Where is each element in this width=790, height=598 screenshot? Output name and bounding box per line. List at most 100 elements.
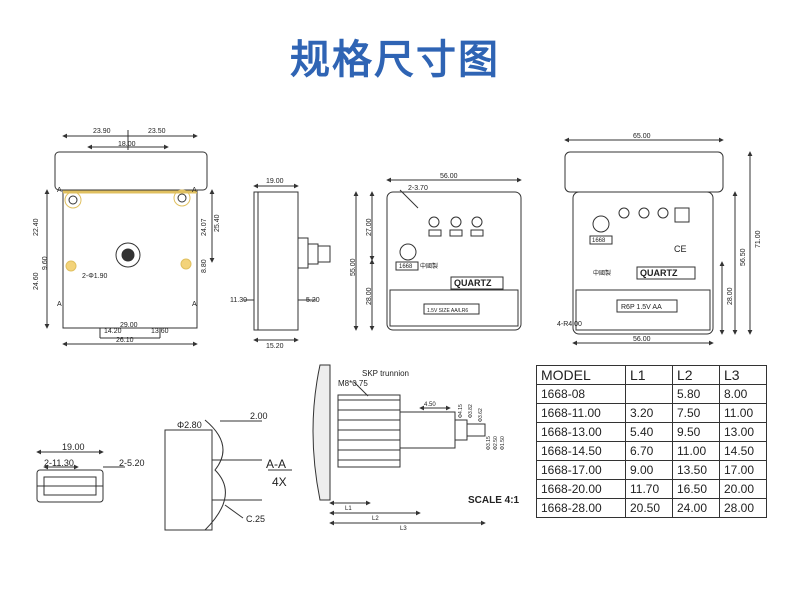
section-label: A-A — [266, 457, 286, 471]
dim-label: 25.40 — [214, 214, 221, 232]
dim-label: 24.60 — [33, 272, 40, 290]
table-cell: 28.00 — [719, 498, 767, 518]
origin-label: 中國製 — [420, 262, 438, 270]
dim-label: 27.00 — [366, 218, 373, 236]
trunnion-drawing — [312, 364, 486, 526]
battery-label: 1.5V SIZE AA/LR6 — [427, 308, 468, 314]
table-header-row: MODEL L1 L2 L3 — [536, 365, 767, 385]
table-header: MODEL — [536, 365, 626, 385]
table-row: 1668-08 5.80 8.00 — [536, 384, 767, 404]
scale-label: 4X — [272, 475, 287, 489]
table-cell: 11.70 — [625, 479, 673, 499]
back-view-labels: 56.00 2-3.70 27.00 55.00 28.00 QUARTZ 1.… — [350, 173, 492, 314]
dim-label: 23.50 — [148, 128, 166, 135]
dim-label: 2-Φ1.90 — [82, 273, 108, 280]
table-cell: 11.00 — [719, 403, 767, 423]
brand-label: 1668 — [592, 238, 606, 244]
dim-label: Φ3.62 — [478, 408, 484, 422]
dim-label: 18.00 — [118, 141, 136, 148]
dim-label: 28.00 — [727, 287, 734, 305]
table-cell: 20.00 — [719, 479, 767, 499]
quartz-label: QUARTZ — [454, 278, 492, 288]
dim-label: 2.00 — [250, 411, 268, 421]
table-cell: 6.70 — [625, 441, 673, 461]
table-header: L1 — [625, 365, 673, 385]
spec-table: MODEL L1 L2 L3 1668-08 5.80 8.00 1668-11… — [536, 365, 767, 518]
dim-label: 2-3.70 — [408, 185, 428, 192]
cover-view-drawing — [564, 137, 753, 346]
origin-label: 中國製 — [593, 269, 611, 277]
dim-label: Φ3.15 — [486, 436, 492, 450]
dim-label: 65.00 — [633, 133, 651, 140]
dim-label: 28.00 — [366, 287, 373, 305]
table-cell: 5.80 — [672, 384, 720, 404]
dim-label: 2-5.20 — [119, 458, 145, 468]
battery-label: R6P 1.5V AA — [621, 304, 662, 311]
dim-label: 55.00 — [350, 258, 357, 276]
dim-label: Φ2.80 — [177, 420, 202, 430]
front-view-drawing — [44, 130, 215, 347]
table-cell: 9.50 — [672, 422, 720, 442]
dim-label: 24.07 — [201, 218, 208, 236]
table-cell: 8.00 — [719, 384, 767, 404]
table-cell: 1668-20.00 — [536, 479, 626, 499]
scale-label: SCALE 4:1 — [468, 495, 520, 506]
dim-label: L3 — [400, 526, 407, 532]
section-mark: A — [192, 187, 197, 194]
table-cell: 7.50 — [672, 403, 720, 423]
table-cell: 1668-14.50 — [536, 441, 626, 461]
table-cell: 1668-08 — [536, 384, 626, 404]
thread-label: M8*0.75 — [338, 379, 368, 388]
dim-label: 5.20 — [306, 297, 320, 304]
table-header: L3 — [719, 365, 767, 385]
trunnion-label: SKP trunnion — [362, 369, 409, 378]
table-row: 1668-17.00 9.00 13.50 17.00 — [536, 460, 767, 480]
dim-label: 11.30 — [230, 297, 247, 304]
dim-label: 4-R4.00 — [557, 321, 582, 328]
side-view-labels: 19.00 11.30 5.20 15.20 — [230, 178, 320, 350]
table-cell — [625, 384, 673, 404]
section-view-drawing — [36, 419, 292, 531]
dim-label: 23.90 — [93, 128, 111, 135]
table-cell: 5.40 — [625, 422, 673, 442]
dim-label: 19.00 — [266, 178, 284, 185]
table-row: 1668-11.00 3.20 7.50 11.00 — [536, 403, 767, 423]
table-row: 1668-13.00 5.40 9.50 13.00 — [536, 422, 767, 442]
dim-label: L1 — [345, 506, 352, 512]
dim-label: 13.60 — [151, 328, 169, 335]
section-view-labels: 19.00 2-11.30 2-5.20 Φ2.80 2.00 C.25 A-A… — [44, 411, 287, 524]
table-row: 1668-28.00 20.50 24.00 28.00 — [536, 498, 767, 518]
dim-label: 71.00 — [755, 230, 762, 248]
dim-label: 26.10 — [116, 337, 134, 344]
dim-label: 56.50 — [740, 248, 747, 266]
dim-label: 56.00 — [633, 336, 651, 343]
ce-mark: CE — [674, 244, 687, 254]
table-cell: 3.20 — [625, 403, 673, 423]
table-cell: 17.00 — [719, 460, 767, 480]
dim-label: C.25 — [246, 514, 265, 524]
table-cell: 13.00 — [719, 422, 767, 442]
dim-label: Φ3.82 — [468, 404, 474, 418]
dim-label: 29.00 — [120, 322, 138, 329]
table-cell: 16.50 — [672, 479, 720, 499]
dim-label: 8.80 — [201, 259, 208, 273]
table-cell: 24.00 — [672, 498, 720, 518]
page-title: 规格尺寸图 — [290, 37, 500, 83]
table-cell: 1668-13.00 — [536, 422, 626, 442]
dim-label: 15.20 — [266, 343, 284, 350]
table-cell: 14.50 — [719, 441, 767, 461]
dim-label: L2 — [372, 516, 379, 522]
trunnion-labels: SKP trunnion M8*0.75 SCALE 4:1 4.50 L1 L… — [338, 369, 520, 532]
dim-label: 14.20 — [104, 328, 122, 335]
dim-label: 4.50 — [424, 402, 436, 408]
dim-label: Φ2.50 — [493, 436, 499, 450]
table-cell: 20.50 — [625, 498, 673, 518]
table-header: L2 — [672, 365, 720, 385]
section-mark: A — [192, 301, 197, 308]
dim-label: 2-11.30 — [44, 458, 74, 468]
back-view-drawing — [353, 177, 522, 331]
table-row: 1668-20.00 11.70 16.50 20.00 — [536, 479, 767, 499]
table-cell: 1668-11.00 — [536, 403, 626, 423]
section-mark: A — [57, 301, 62, 308]
